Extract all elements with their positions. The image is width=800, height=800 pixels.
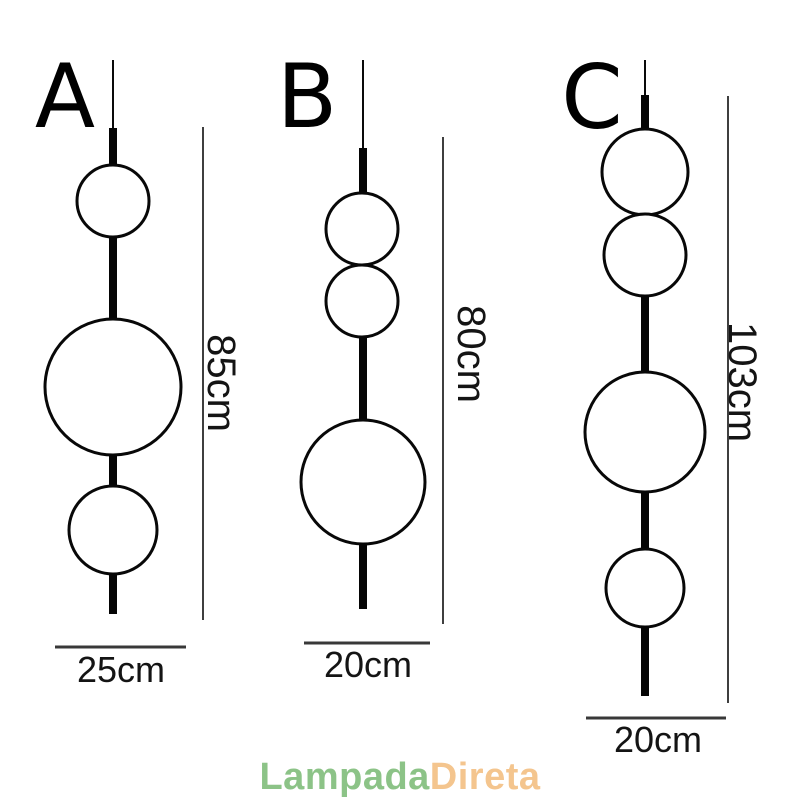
lamp-b-height-label: 80cm [449, 305, 493, 403]
lamp-a-small-globe [75, 163, 151, 239]
lamp-b-upper-globe [324, 191, 400, 267]
lamp-b-diagram: B 80cm 20cm [277, 45, 493, 685]
lamp-c-height-label: 103cm [720, 322, 764, 442]
lamp-c-width-label: 20cm [614, 719, 702, 760]
lamp-b-large-globe [299, 418, 427, 546]
lamp-c-large-globe [583, 370, 707, 494]
lamp-b-second-globe [324, 263, 400, 339]
brand-logo-first-word: Lampada [259, 756, 430, 798]
lamp-c-upper-globe [600, 127, 690, 217]
lamp-a-variant-label: A [35, 45, 95, 148]
lamp-a-height-label: 85cm [199, 334, 243, 432]
brand-logo-second-word: Direta [429, 756, 541, 798]
lamp-a-medium-globe [67, 484, 159, 576]
lamp-c-variant-label: C [561, 46, 622, 149]
lamp-b-width-label: 20cm [324, 644, 412, 685]
lamp-a-width-label: 25cm [77, 649, 165, 690]
lamp-c-diagram: C 103cm 20cm [561, 46, 764, 760]
brand-logo: LampadaDireta [0, 756, 800, 799]
lamp-c-second-globe [602, 212, 688, 298]
lamp-a-large-globe [43, 317, 183, 457]
lamp-a-diagram: A 85cm 25cm [35, 45, 243, 690]
lamp-b-variant-label: B [277, 45, 337, 148]
lamp-c-small-globe [604, 547, 686, 629]
